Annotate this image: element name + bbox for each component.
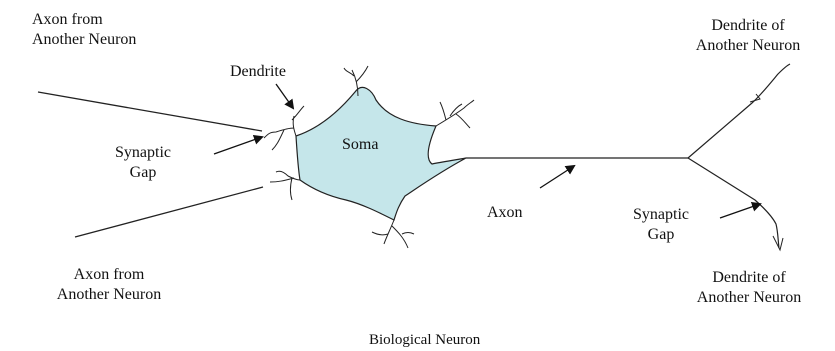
label-synaptic-gap-left-line2: Gap (106, 163, 180, 183)
label-axon-from-bottom: Axon from Another Neuron (20, 265, 198, 305)
label-dendrite-of-top-line2: Another Neuron (664, 36, 832, 56)
label-axon-from-top: Axon from Another Neuron (32, 10, 136, 50)
label-axon: Axon (487, 203, 523, 223)
arrow-synaptic-gap-left (214, 137, 262, 154)
label-dendrite-of-top-line1: Dendrite of (664, 16, 832, 36)
axon-branch-up (688, 64, 790, 158)
label-synaptic-gap-left: Synaptic Gap (106, 143, 180, 183)
label-axon-from-bottom-line2: Another Neuron (20, 285, 198, 305)
label-axon-from-bottom-line1: Axon from (20, 265, 198, 285)
label-dendrite-of-bottom-line1: Dendrite of (664, 268, 834, 288)
label-synaptic-gap-right-line2: Gap (617, 225, 705, 245)
label-soma: Soma (342, 135, 378, 155)
arrow-dendrite (276, 84, 293, 108)
incoming-axon-top (38, 92, 262, 131)
label-synaptic-gap-left-line1: Synaptic (106, 143, 180, 163)
label-synaptic-gap-right: Synaptic Gap (617, 205, 705, 245)
label-dendrite-of-bottom-line2: Another Neuron (664, 288, 834, 308)
terminal-tick-up (750, 94, 760, 102)
arrow-synaptic-gap-right (720, 204, 760, 218)
soma-body (296, 87, 466, 220)
label-axon-from-top-line1: Axon from (32, 10, 136, 30)
label-dendrite-of-bottom: Dendrite of Another Neuron (664, 268, 834, 308)
label-dendrite-of-top: Dendrite of Another Neuron (664, 16, 832, 56)
diagram-caption: Biological Neuron (369, 332, 480, 349)
label-dendrite: Dendrite (230, 62, 286, 82)
label-axon-from-top-line2: Another Neuron (32, 30, 136, 50)
arrow-axon (540, 166, 574, 188)
label-synaptic-gap-right-line1: Synaptic (617, 205, 705, 225)
incoming-axon-bottom (75, 187, 263, 237)
